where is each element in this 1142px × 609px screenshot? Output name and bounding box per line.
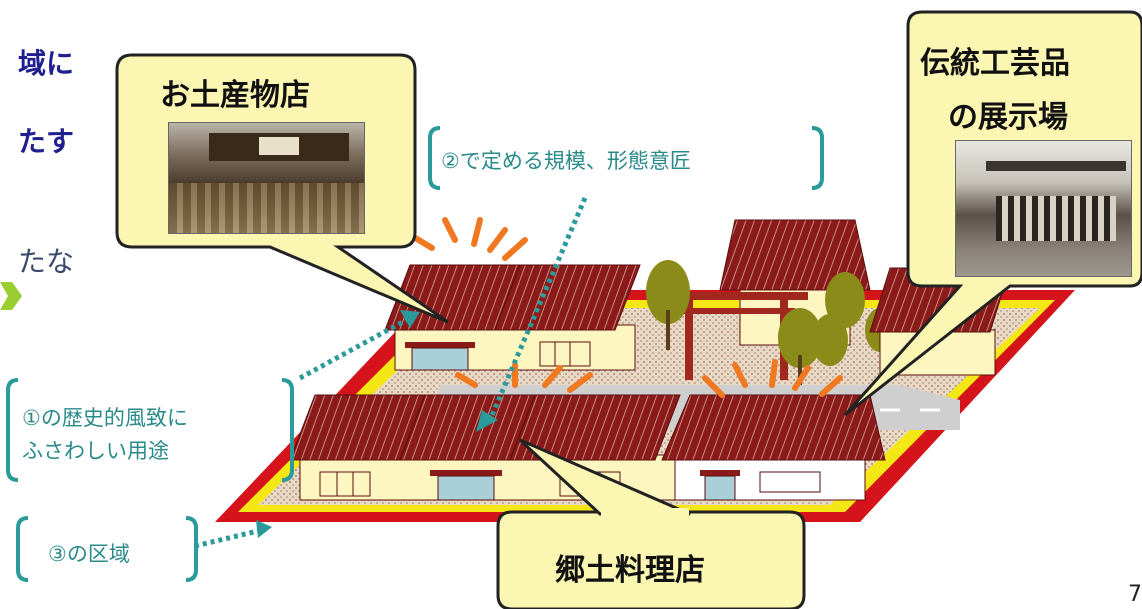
arrow-head-icon bbox=[400, 310, 420, 328]
page-number: 7 bbox=[1128, 582, 1142, 607]
craft-hall-title-line2: の展示場 bbox=[948, 100, 1068, 135]
callout-local-cuisine bbox=[496, 510, 806, 609]
teal-dotted-arrows bbox=[194, 197, 588, 549]
area-note: ③の区域 bbox=[48, 542, 130, 566]
craft-hall-photo bbox=[955, 140, 1132, 277]
craft-hall-title-line1: 伝統工芸品 bbox=[920, 46, 1070, 81]
local-cuisine-title: 郷土料理店 bbox=[555, 553, 705, 588]
trees bbox=[646, 260, 895, 368]
left-heading-fragment-2: たす bbox=[18, 125, 75, 158]
green-arrow-icon bbox=[0, 282, 22, 310]
front-row-houses bbox=[289, 394, 681, 501]
sparkle-marks bbox=[409, 217, 843, 398]
arrow-head-icon bbox=[476, 410, 498, 432]
teal-brackets bbox=[6, 126, 824, 582]
arrow-head-icon bbox=[256, 520, 272, 538]
left-body-fragment: たな bbox=[18, 245, 75, 278]
souvenir-shop-photo bbox=[168, 122, 365, 234]
use-note-line1: ①の歴史的風致に bbox=[22, 406, 188, 430]
souvenir-shop-title: お土産物店 bbox=[160, 78, 310, 113]
back-row-houses bbox=[384, 264, 641, 371]
scale-design-note: ②で定める規模、形態意匠 bbox=[441, 149, 691, 173]
left-heading-fragment-1: 域に bbox=[18, 47, 75, 80]
torii-gate bbox=[668, 292, 808, 300]
use-note-line2: ふさわしい用途 bbox=[22, 439, 169, 463]
